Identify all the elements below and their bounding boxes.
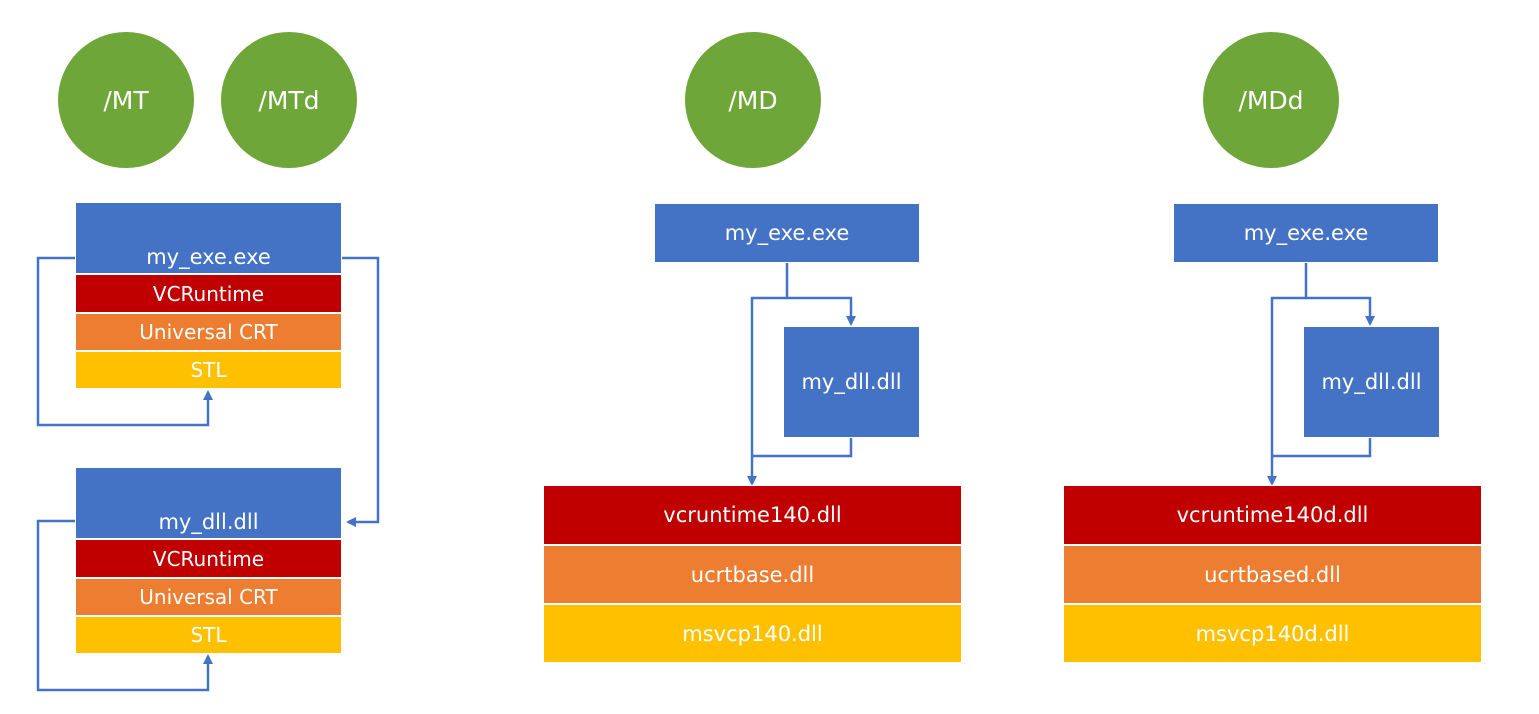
mt-exe-ucrt: Universal CRT [75, 313, 342, 351]
md-dll-box: my_dll.dll [783, 326, 920, 438]
arrow-mdd-exe-to-crt [1267, 296, 1306, 486]
arrow-md-exe-to-crt [747, 296, 787, 486]
arrow-md-exe-to-dll [785, 262, 856, 326]
badge-mt: /MT [58, 32, 194, 168]
arrow-mdd-exe-to-dll [1304, 262, 1375, 326]
mt-dll-box: my_dll.dll [75, 467, 342, 539]
badge-md: /MD [685, 32, 821, 168]
mdd-vcruntime-dll: vcruntime140d.dll [1063, 485, 1482, 545]
badge-mdd: /MDd [1203, 32, 1339, 168]
arrow-md-dll-to-crt [752, 437, 853, 458]
arrow-mt-exe-self [36, 256, 213, 427]
mt-exe-stl: STL [75, 351, 342, 389]
mdd-ucrt-dll: ucrtbased.dll [1063, 545, 1482, 604]
mt-exe-box: my_exe.exe [75, 202, 342, 274]
arrow-mt-exe-to-dll [341, 256, 380, 527]
badge-mtd: /MTd [221, 32, 357, 168]
mt-dll-vcruntime: VCRuntime [75, 539, 342, 578]
md-ucrt-dll: ucrtbase.dll [543, 545, 962, 604]
mdd-stl-dll: msvcp140d.dll [1063, 604, 1482, 663]
arrow-mt-dll-self [36, 519, 213, 692]
mdd-dll-box: my_dll.dll [1303, 326, 1440, 438]
md-exe-box: my_exe.exe [654, 203, 920, 263]
mdd-exe-box: my_exe.exe [1173, 203, 1439, 263]
md-vcruntime-dll: vcruntime140.dll [543, 485, 962, 545]
mt-dll-stl: STL [75, 616, 342, 654]
mt-exe-vcruntime: VCRuntime [75, 274, 342, 313]
arrow-mdd-dll-to-crt [1272, 437, 1372, 458]
mt-dll-ucrt: Universal CRT [75, 578, 342, 616]
md-stl-dll: msvcp140.dll [543, 604, 962, 663]
